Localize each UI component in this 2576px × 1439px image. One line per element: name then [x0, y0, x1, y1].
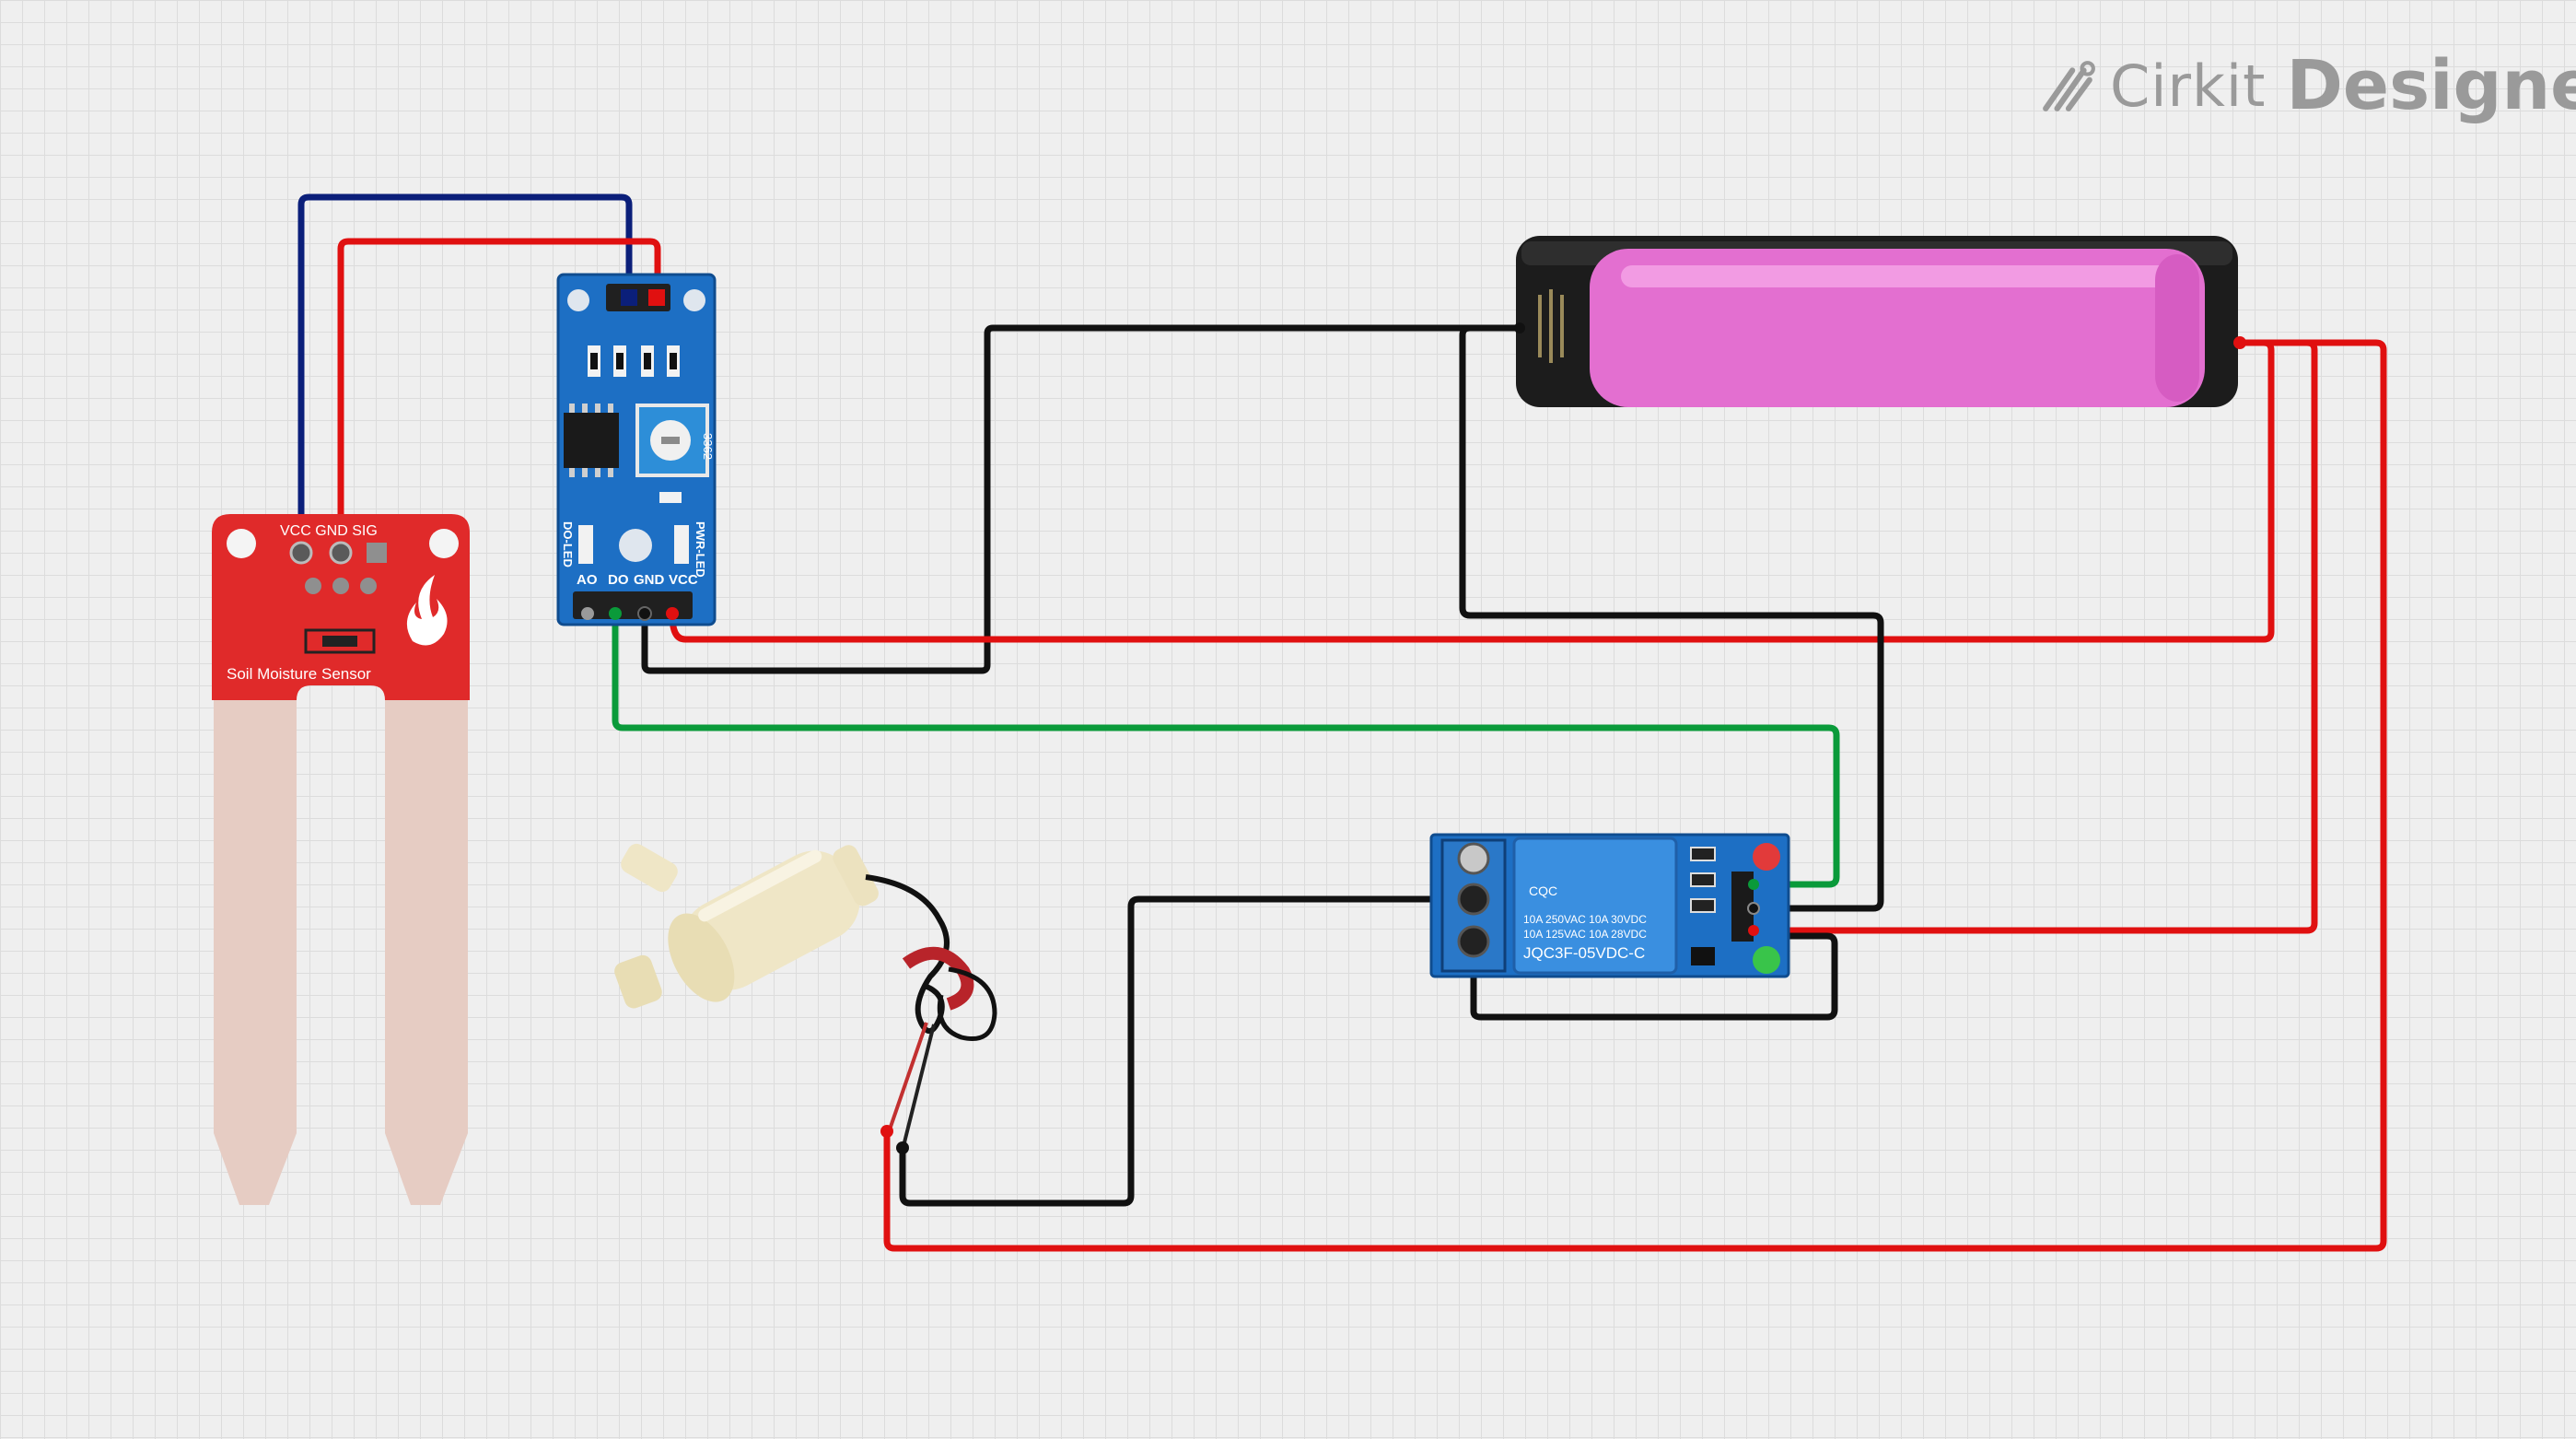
screw-terminal-no[interactable] [1457, 925, 1490, 958]
pump-terminal-positive[interactable] [880, 1125, 893, 1138]
wire-black-relay-loop[interactable] [1470, 932, 1838, 1021]
output-header [573, 591, 693, 619]
relay-rating-2: 10A 125VAC 10A 28VDC [1523, 928, 1647, 941]
pump-inlet [614, 954, 662, 1009]
pin-label-gnd: GND [634, 572, 665, 588]
smd-component-icon [1690, 898, 1716, 913]
wire-red-sensor-vcc[interactable] [337, 238, 661, 556]
transistor-icon [1691, 947, 1715, 965]
water-pump[interactable] [612, 827, 997, 1154]
do-led-icon [578, 525, 593, 564]
wire-navy-sensor-gnd[interactable] [297, 193, 633, 556]
wire-green-do-relay[interactable] [612, 612, 1840, 888]
pump-outlet [621, 843, 678, 893]
pin-in-gnd[interactable] [621, 289, 637, 306]
mounting-hole-icon [227, 529, 256, 558]
screw-terminal-nc[interactable] [1457, 842, 1490, 875]
screw-terminal-com[interactable] [1457, 883, 1490, 916]
pin-label-vcc: VCC [669, 572, 698, 588]
sensor-board [212, 514, 470, 700]
sensor-pin-labels: VCC GND SIG [280, 523, 378, 539]
relay-cube [1512, 836, 1678, 975]
brand-name-part1: Cirkit [2110, 52, 2267, 120]
battery-cell [1590, 249, 2205, 407]
relay-pin-in[interactable] [1748, 879, 1759, 890]
smd-component-icon [322, 636, 357, 647]
smd-component-icon [1690, 872, 1716, 887]
pwr-led-icon [674, 525, 689, 564]
battery-holder[interactable] [1514, 236, 2246, 407]
wires [297, 193, 2387, 1252]
relay-module[interactable]: CQC 10A 250VAC 10A 30VDC 10A 125VAC 10A … [1429, 833, 1790, 978]
status-led-red-icon [1753, 843, 1780, 871]
relay-cert: CQC [1529, 883, 1557, 898]
brand-name-part2: Designer [2286, 46, 2576, 125]
sparkfun-flame-icon [406, 575, 448, 646]
wire-black-relay-pump[interactable] [899, 895, 1488, 1207]
pin-out-ao[interactable] [581, 607, 594, 620]
battery-cell-end [2155, 254, 2199, 402]
wire-black-battery-comparator[interactable] [641, 324, 1523, 674]
chip-legs [569, 404, 613, 477]
wire-red-battery-pump[interactable] [883, 339, 2387, 1252]
pad-icon [305, 578, 321, 594]
comparator-module[interactable]: 3362 DO-LED PWR-LED AO DO GND VCC [556, 273, 717, 626]
pad-icon [332, 578, 349, 594]
pin-label-do: DO [608, 572, 629, 588]
mounting-hole-icon [683, 289, 705, 311]
resistor-row [588, 345, 680, 377]
battery-terminal-positive[interactable] [2233, 336, 2246, 349]
sensor-title: Soil Moisture Sensor [227, 665, 371, 683]
relay-model: JQC3F-05VDC-C [1523, 944, 1645, 962]
battery-terminal-negative[interactable] [1514, 322, 1525, 333]
cable-loop [937, 966, 997, 1041]
mounting-hole-icon [619, 529, 652, 562]
wire-black-battery-relay[interactable] [1459, 324, 1884, 912]
status-led-green-icon [1753, 946, 1780, 974]
led-label-do: DO-LED [561, 521, 575, 567]
pin-out-do[interactable] [609, 607, 622, 620]
pin-label-ao: AO [577, 572, 598, 588]
sensor-prong-right [385, 700, 468, 1205]
pump-terminal-negative[interactable] [896, 1141, 909, 1154]
pin-in-vcc[interactable] [648, 289, 665, 306]
pin-vcc[interactable] [289, 541, 313, 565]
soil-moisture-sensor[interactable]: VCC GND SIG Soil Moisture Sensor [212, 514, 470, 1205]
potentiometer-slot [661, 437, 680, 444]
output-pin-labels: AO DO GND VCC [577, 572, 698, 588]
relay-pin-vcc[interactable] [1748, 925, 1759, 936]
pin-sig[interactable] [367, 543, 387, 563]
battery-spring-icon [1538, 289, 1564, 363]
pump-lead-black [903, 1024, 936, 1143]
cirkit-logo-icon [2043, 61, 2095, 111]
battery-cell-shine [1621, 265, 2174, 287]
pad-icon [360, 578, 377, 594]
pin-gnd[interactable] [329, 541, 353, 565]
led-label-pwr: PWR-LED [694, 521, 707, 578]
pot-label: 3362 [701, 433, 715, 460]
pin-out-vcc[interactable] [666, 607, 679, 620]
cirkit-designer-brand: Cirkit Designer [2040, 44, 2576, 127]
pump-body [668, 845, 879, 1002]
pump-lead-red [888, 1022, 928, 1130]
sensor-prong-left [214, 700, 297, 1205]
comparator-chip-icon [564, 413, 619, 468]
mounting-hole-icon [567, 289, 589, 311]
mounting-hole-icon [429, 529, 459, 558]
pin-out-gnd[interactable] [637, 606, 652, 621]
smd-component-icon [1690, 847, 1716, 861]
relay-rating-1: 10A 250VAC 10A 30VDC [1523, 913, 1647, 926]
smd-component-icon [659, 492, 682, 503]
relay-pin-gnd[interactable] [1747, 902, 1760, 915]
